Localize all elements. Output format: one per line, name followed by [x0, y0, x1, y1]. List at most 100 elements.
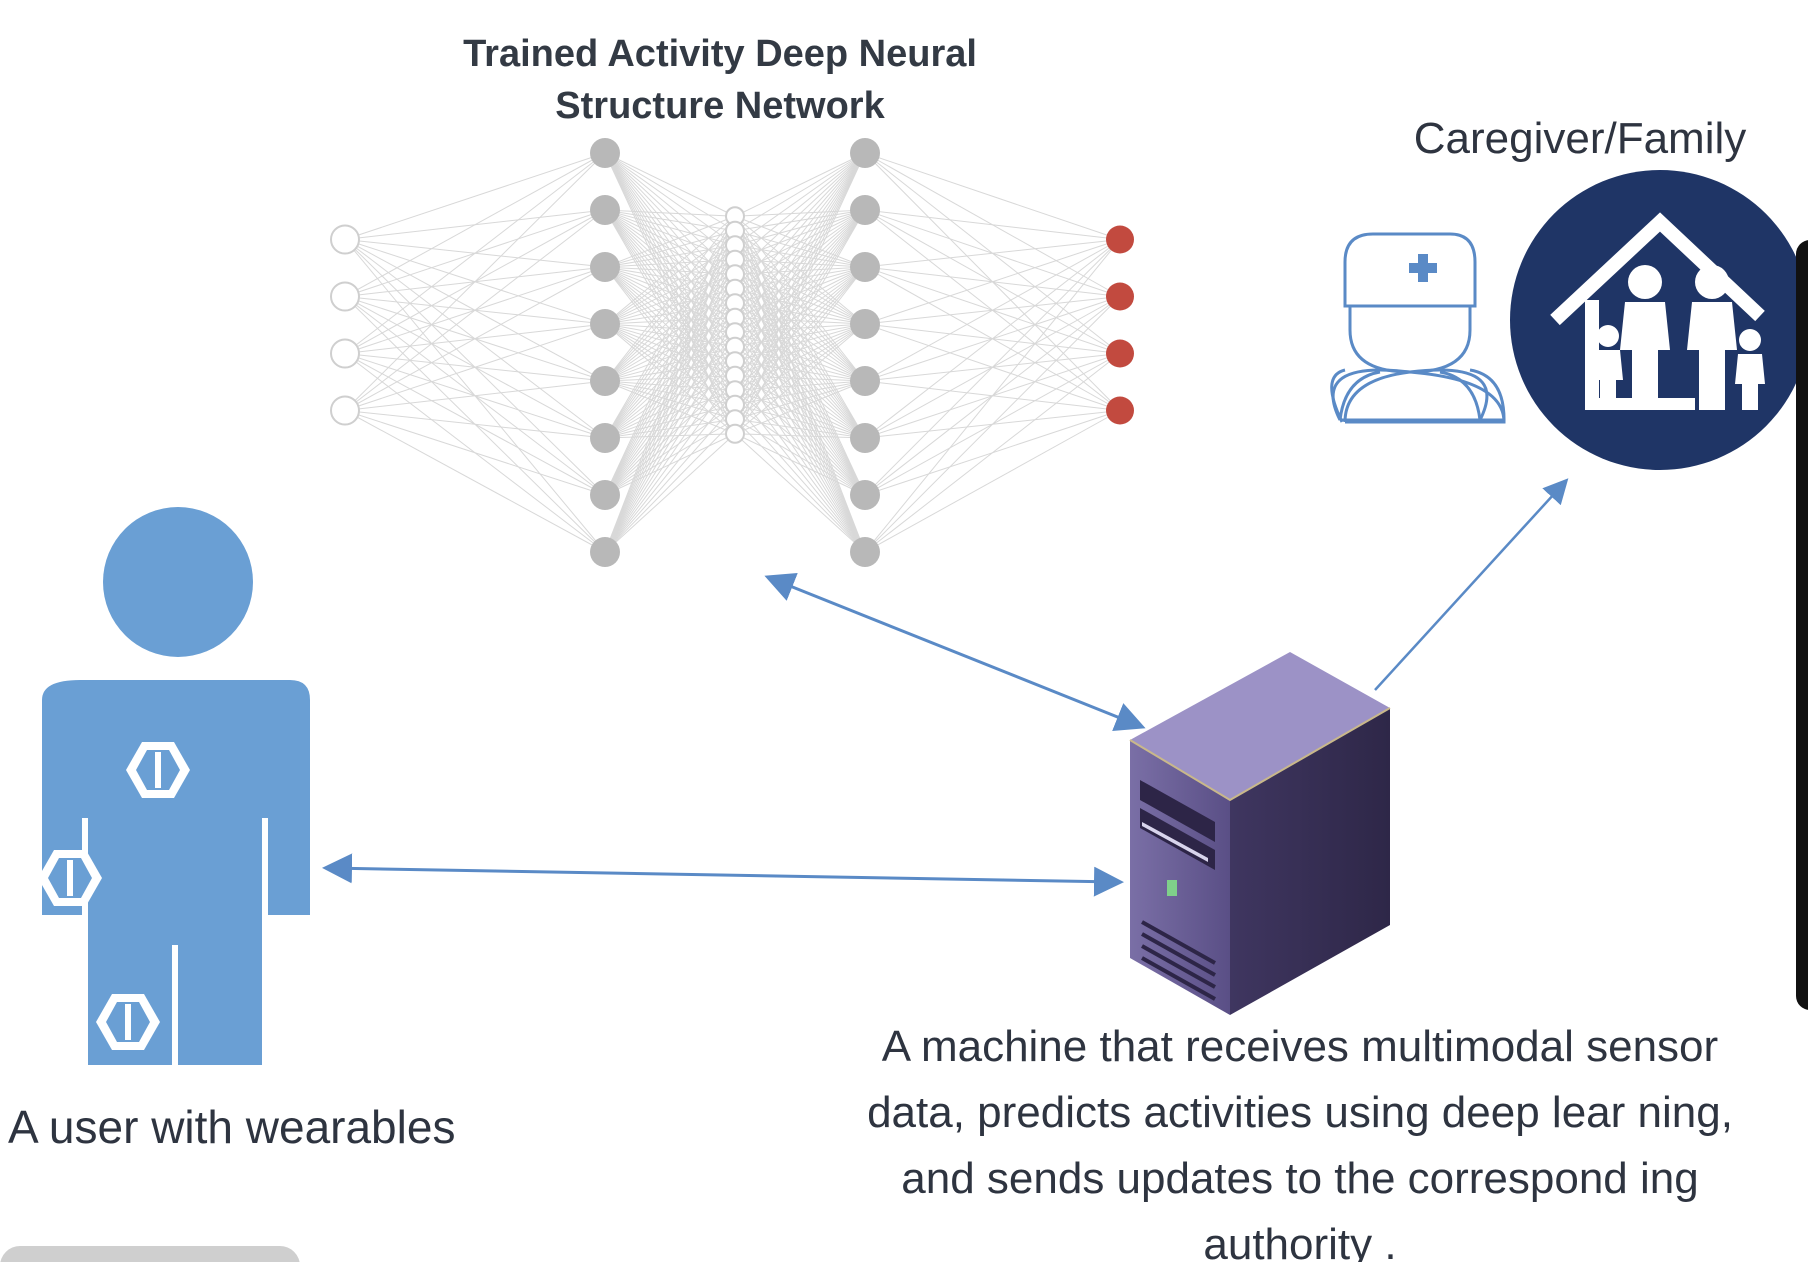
hidden-node	[590, 195, 620, 225]
network-edge	[734, 380, 866, 435]
output-node	[1106, 225, 1134, 254]
network-edge	[344, 152, 606, 240]
network-edge	[604, 259, 736, 268]
network-edge	[734, 152, 866, 290]
machine-caption: A machine that receives multimodal senso…	[810, 1014, 1790, 1262]
network-edge	[734, 152, 866, 434]
network-edge	[864, 239, 1121, 439]
network-edge	[734, 380, 866, 406]
network-edge	[604, 346, 736, 553]
network-edge	[344, 152, 606, 354]
scroll-indicator[interactable]	[0, 1246, 300, 1262]
machine-caption-line-1: A machine that receives multimodal senso…	[881, 1022, 1719, 1071]
user-machine-arrow	[322, 853, 1124, 897]
input-node	[330, 224, 360, 255]
network-edge	[604, 230, 736, 268]
network-edge	[604, 245, 736, 496]
input-node	[330, 338, 360, 369]
network-edge	[604, 259, 736, 553]
network-edge	[604, 209, 736, 246]
caregiver-title: Caregiver/Family	[1413, 114, 1747, 163]
hidden-node	[850, 138, 880, 168]
network-edge	[734, 266, 866, 435]
network-edge	[604, 209, 736, 232]
network-edge	[604, 209, 736, 217]
network-edge	[734, 152, 866, 319]
network-edge	[604, 230, 736, 382]
hidden-node	[850, 309, 880, 339]
network-edge	[604, 259, 736, 439]
network-edge	[864, 410, 1121, 553]
hidden-node	[850, 252, 880, 282]
output-node	[1106, 282, 1134, 311]
network-edge	[604, 274, 736, 553]
network-edge	[734, 209, 866, 391]
network-edge	[344, 380, 606, 411]
network-edge	[604, 230, 736, 325]
network-edge	[604, 331, 736, 553]
network-edge	[604, 360, 736, 553]
network-edge	[864, 239, 1121, 553]
network-edge	[344, 266, 606, 411]
hidden-node	[850, 366, 880, 396]
network-edge	[734, 433, 866, 553]
hidden-node	[590, 366, 620, 396]
network-edge	[734, 152, 866, 275]
doctor-shoulders	[1330, 368, 1506, 424]
hidden-node	[590, 252, 620, 282]
network-edge	[604, 152, 736, 217]
network-edge	[344, 410, 606, 496]
network-edge	[604, 244, 736, 382]
machine-caption-line-3: and sends updates to the correspond ing	[901, 1154, 1699, 1203]
input-node	[330, 281, 360, 312]
network-edge	[344, 152, 606, 411]
network-edge	[604, 259, 736, 496]
network-edge	[734, 323, 866, 391]
network-edge	[734, 433, 866, 496]
network-edge	[734, 418, 866, 439]
network-edge	[734, 389, 866, 496]
user-body	[42, 680, 310, 1065]
user-head	[103, 507, 253, 657]
hidden-node	[590, 480, 620, 510]
network-edge	[734, 418, 866, 553]
network-machine-arrow	[764, 572, 1146, 732]
wearable-sensor-icon	[126, 742, 190, 798]
window-edge	[1796, 240, 1808, 1010]
wearable-sensor-icon	[96, 994, 160, 1050]
network-edge	[864, 239, 1121, 268]
network-edge	[604, 245, 736, 553]
network-edge	[734, 152, 866, 362]
network-edge	[864, 353, 1121, 553]
network-edge	[604, 317, 736, 553]
network-edge	[864, 152, 1121, 240]
output-node	[1106, 339, 1134, 368]
network-edge	[734, 323, 866, 420]
network-edge	[604, 230, 736, 553]
network-edge	[604, 259, 736, 325]
network-edge	[604, 152, 736, 261]
network-edge	[604, 230, 736, 496]
network-edge	[734, 152, 866, 232]
hidden-node	[590, 138, 620, 168]
network-title-line-1: Trained Activity Deep Neural	[463, 33, 977, 75]
network-edge	[604, 215, 736, 325]
user-label: A user with wearables	[8, 1101, 456, 1153]
network-edge	[604, 418, 736, 553]
network-nodes	[330, 138, 1134, 567]
network-edge	[344, 152, 606, 297]
network-edge	[734, 152, 866, 391]
machine-caption-line-4: authority .	[1203, 1220, 1397, 1262]
network-title: Trained Activity Deep Neural Structure N…	[390, 28, 1050, 132]
network-edge	[604, 244, 736, 439]
network-edge	[344, 410, 606, 553]
network-title-line-2: Structure Network	[555, 85, 885, 127]
network-edge	[734, 152, 866, 304]
network-edge	[734, 152, 866, 377]
network-edge	[734, 152, 866, 405]
network-edge	[864, 296, 1121, 553]
hidden-node	[725, 423, 745, 444]
network-edge	[734, 323, 866, 435]
server-tower-icon	[1129, 652, 1391, 1015]
